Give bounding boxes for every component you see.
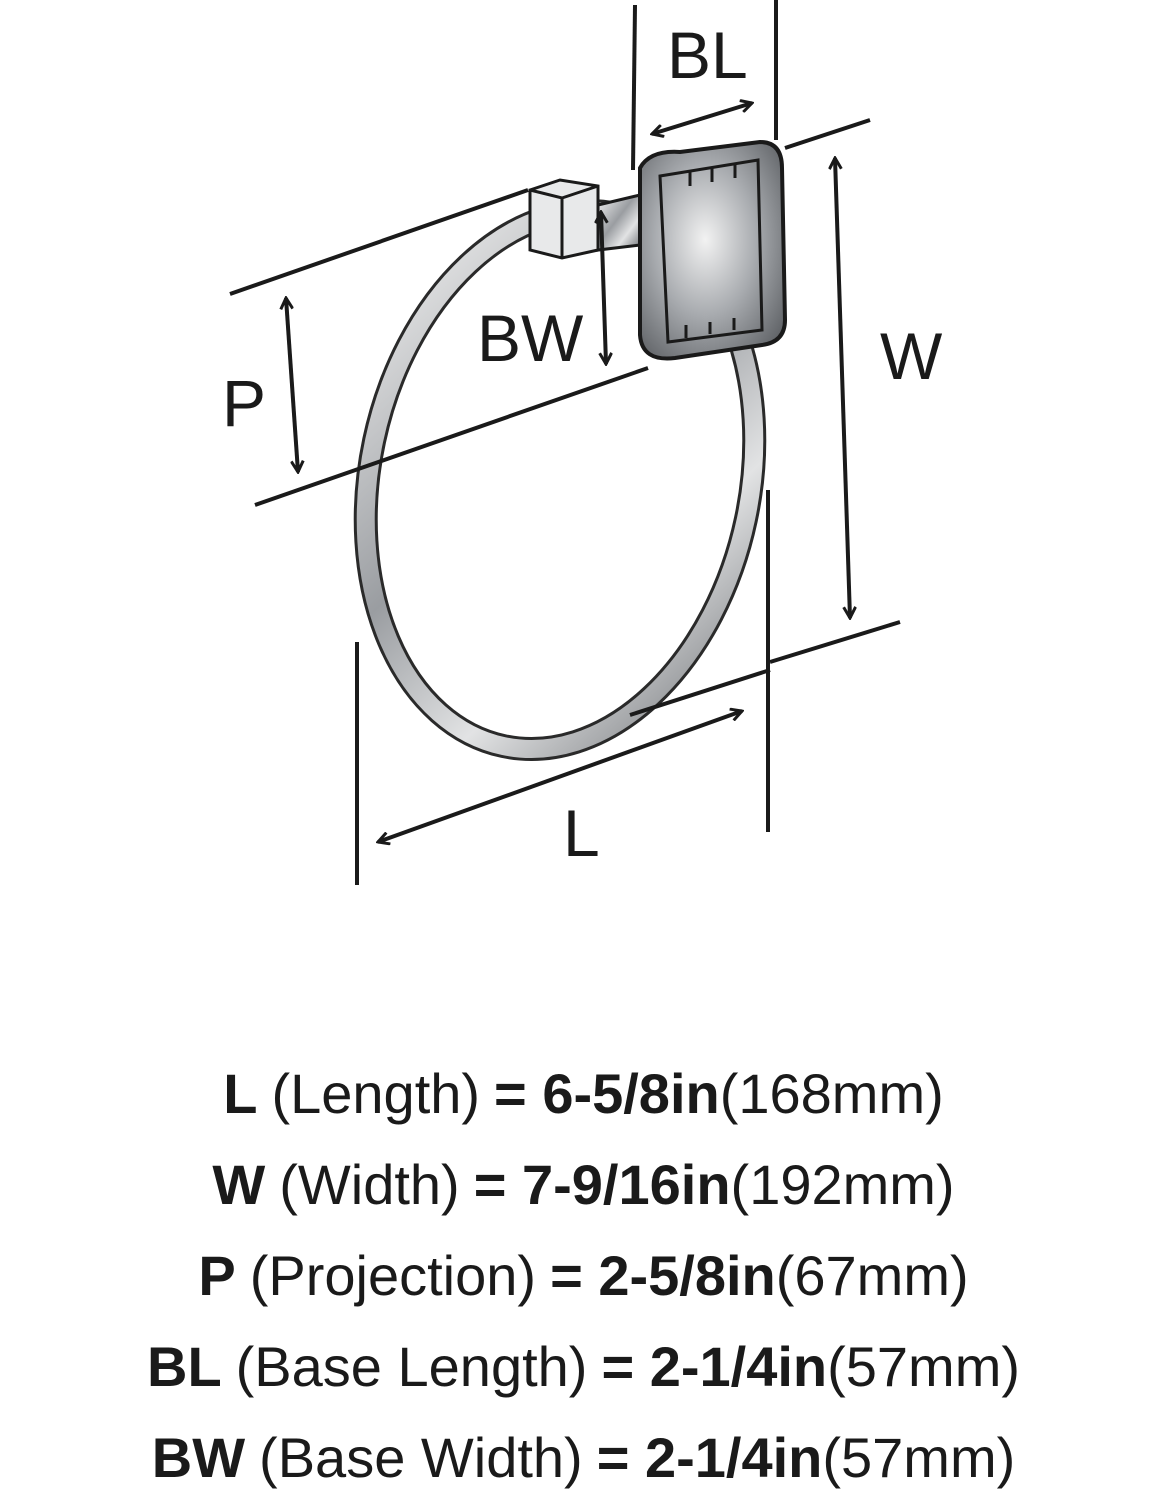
spec-imperial: 7-9/16in: [521, 1153, 731, 1216]
spec-key: BL: [147, 1335, 222, 1398]
spec-equals: =: [550, 1244, 583, 1307]
spec-row-projection: P(Projection)= 2-5/8in(67mm): [0, 1230, 1167, 1321]
spec-imperial: 2-1/4in: [644, 1426, 823, 1489]
bl-arrow: [652, 103, 752, 134]
dimension-label-p: P: [222, 366, 267, 440]
mounting-base: [638, 139, 788, 361]
spec-description: (Projection): [249, 1244, 537, 1307]
spec-equals: =: [494, 1062, 527, 1125]
diagram-drawing: [229, 0, 901, 885]
dimension-label-l: L: [563, 796, 600, 870]
spec-key: W: [212, 1153, 266, 1216]
spec-metric: (168mm): [719, 1062, 944, 1125]
spec-imperial: 2-1/4in: [649, 1335, 828, 1398]
dimension-label-bl: BL: [667, 18, 748, 92]
bw-arrow: [601, 212, 606, 364]
w-arrow: [835, 158, 850, 618]
p-arrow: [286, 298, 298, 472]
hinge-block: [528, 178, 642, 260]
spec-row-length: L(Length)= 6-5/8in(168mm): [0, 1048, 1167, 1139]
spec-equals: =: [473, 1153, 507, 1216]
spec-equals: =: [601, 1335, 635, 1398]
spec-key: P: [198, 1244, 236, 1307]
extension-lines: [229, 0, 901, 885]
spec-description: (Base Width): [259, 1426, 583, 1489]
dimension-spec-list: L(Length)= 6-5/8in(168mm) W(Width)= 7-9/…: [0, 1048, 1167, 1503]
spec-description: (Base Length): [235, 1335, 588, 1398]
l-arrow: [378, 711, 742, 842]
spec-key: L: [223, 1062, 258, 1125]
spec-imperial: 2-5/8in: [598, 1244, 776, 1307]
spec-imperial: 6-5/8in: [542, 1062, 720, 1125]
spec-row-base-width: BW(Base Width)= 2-1/4in(57mm): [0, 1412, 1167, 1503]
towel-ring-dimension-diagram: BL BW W P L: [222, 0, 943, 885]
dimension-label-w: W: [880, 319, 943, 393]
spec-metric: (192mm): [730, 1153, 955, 1216]
spec-metric: (57mm): [822, 1426, 1016, 1489]
spec-row-base-length: BL(Base Length)= 2-1/4in(57mm): [0, 1321, 1167, 1412]
spec-description: (Length): [271, 1062, 481, 1125]
dimension-label-bw: BW: [477, 301, 584, 375]
spec-metric: (67mm): [775, 1244, 969, 1307]
spec-row-width: W(Width)= 7-9/16in(192mm): [0, 1139, 1167, 1230]
spec-description: (Width): [279, 1153, 460, 1216]
spec-key: BW: [151, 1426, 246, 1489]
spec-equals: =: [596, 1426, 630, 1489]
dimension-arrows: [286, 103, 850, 842]
spec-metric: (57mm): [827, 1335, 1020, 1398]
